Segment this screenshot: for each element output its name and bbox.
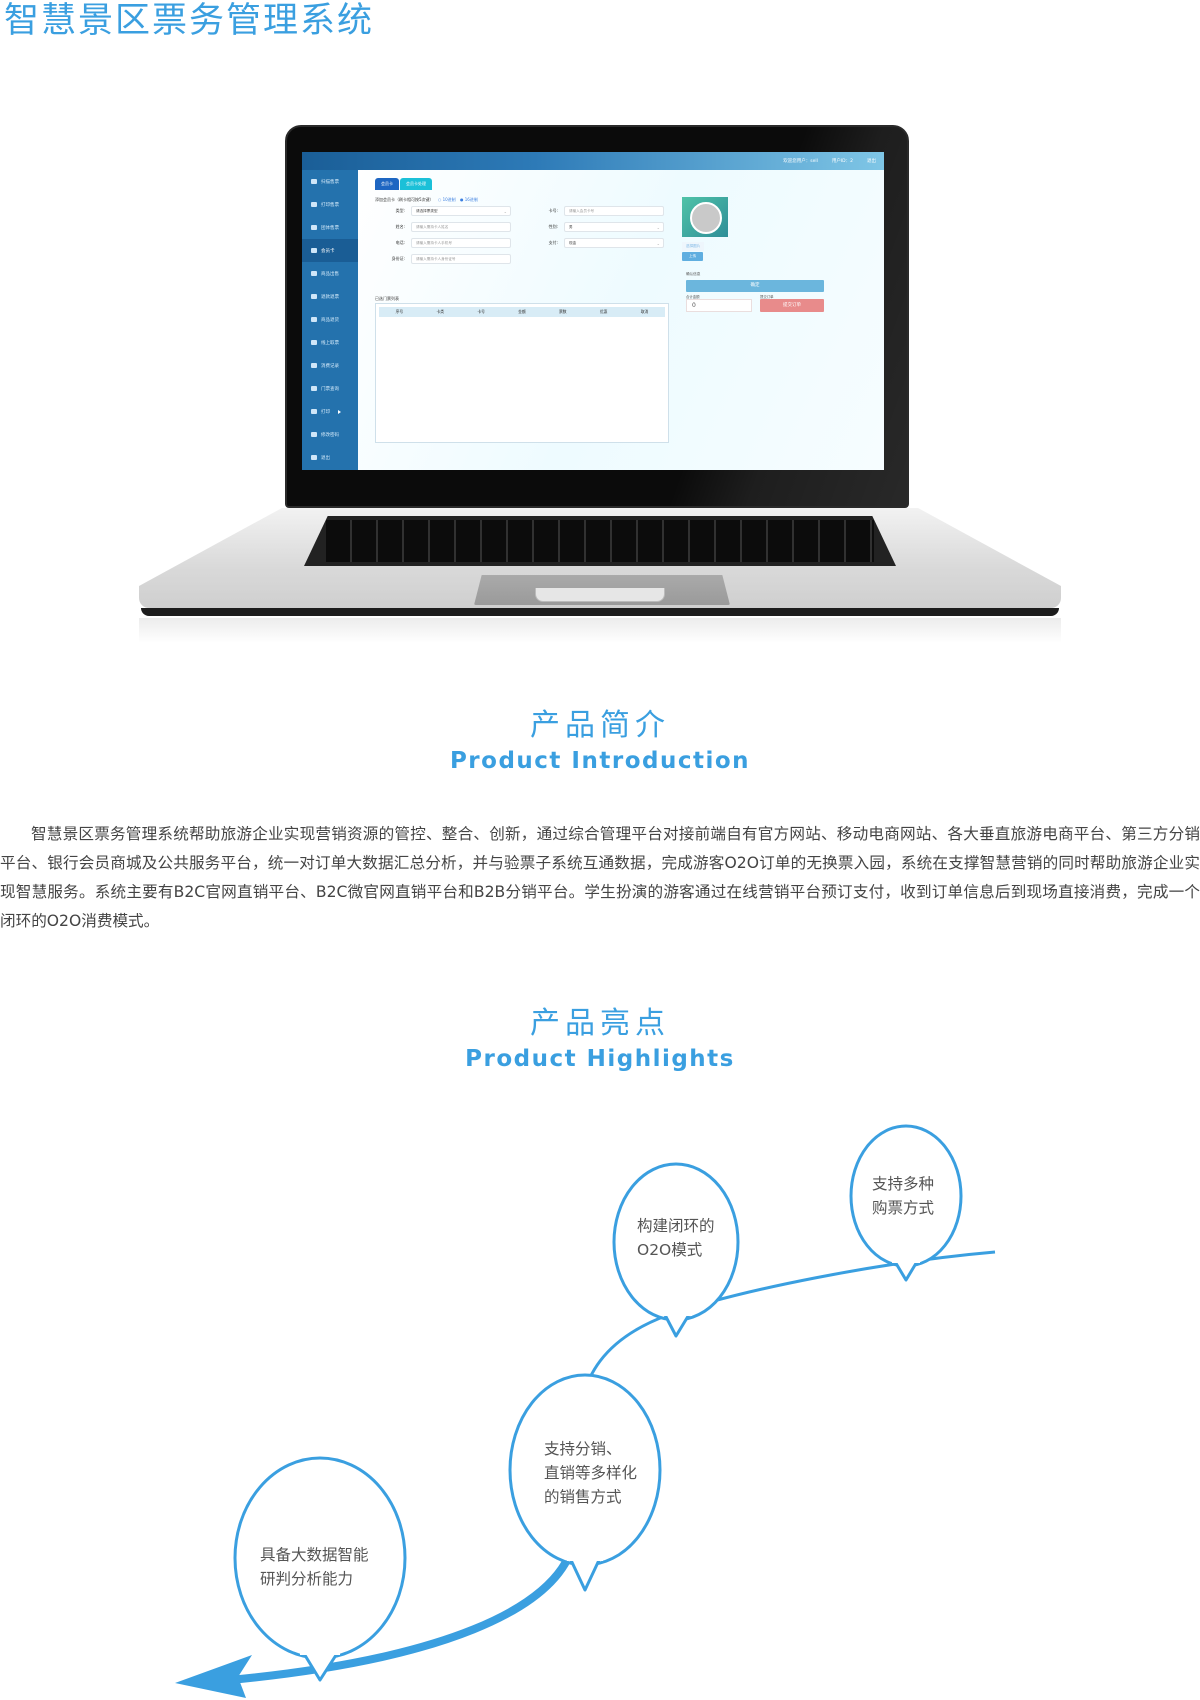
group-icon — [311, 225, 317, 230]
submit-order-label: 提交订单 — [760, 295, 774, 299]
sidebar-item-print[interactable]: 打印 — [302, 400, 358, 423]
search-icon — [311, 386, 317, 391]
highlights-title-en: Product Highlights — [465, 1046, 735, 1072]
col-amount: 金额 — [518, 309, 526, 314]
highlight-text-3: 构建闭环的 O2O模式 — [637, 1217, 715, 1259]
gear-icon — [311, 294, 317, 299]
ticket-table: 序号 卡类 卡号 金额 票数 优惠 取消 — [375, 303, 669, 443]
phone-input[interactable]: 请输入需持卡人手机号 — [411, 238, 511, 248]
tab-member-card[interactable]: 会员卡 — [375, 178, 399, 190]
laptop-screen: 欢迎您用户：sell 用户ID：2 退出 扫描售票 打印售票 团体售票 会员卡 … — [302, 152, 884, 470]
sidebar-item-print-sale[interactable]: 打印售票 — [302, 193, 358, 216]
intro-paragraph: 智慧景区票务管理系统帮助旅游企业实现营销资源的管控、整合、创新，通过综合管理平台… — [0, 825, 1200, 930]
logout-link[interactable]: 退出 — [867, 159, 876, 164]
confirm-button[interactable]: 确定 — [686, 280, 824, 292]
confirm-info-label: 确认信息 — [686, 272, 701, 276]
welcome-text: 欢迎您用户：sell — [783, 159, 818, 164]
chevron-down-icon: ⌄ — [656, 241, 660, 246]
field-id-card: 身份证: 请输入需持卡人身份证号 — [375, 254, 511, 264]
chevron-down-icon: ⌄ — [503, 209, 507, 214]
col-card-no: 卡号 — [477, 309, 485, 314]
sidebar-item-refund[interactable]: 退款退票 — [302, 285, 358, 308]
lock-icon — [311, 432, 317, 437]
sidebar-item-online-pickup[interactable]: 线上取票 — [302, 331, 358, 354]
radio-hex[interactable]: ● 16进制 — [459, 197, 478, 202]
id-card-input[interactable]: 请输入需持卡人身份证号 — [411, 254, 511, 264]
col-discount: 优惠 — [599, 309, 608, 314]
payment-select[interactable]: 现金⌄ — [564, 238, 664, 248]
submit-order-button[interactable]: 提交订单 — [760, 299, 824, 312]
gear-icon — [311, 317, 317, 322]
chevron-down-icon: ⌄ — [656, 225, 660, 230]
scan-icon — [311, 179, 317, 184]
lid-notch — [535, 588, 665, 602]
sidebar-item-scan-sale[interactable]: 扫描售票 — [302, 170, 358, 193]
sidebar-item-ticket-query[interactable]: 门票查询 — [302, 377, 358, 400]
growth-curve-tail — [226, 1541, 577, 1684]
highlight-bubble-3 — [612, 1162, 740, 1338]
keyboard — [304, 516, 896, 566]
tab-bar: 会员卡 会员卡处理 — [375, 178, 432, 190]
user-id-text: 用户ID：2 — [831, 159, 853, 164]
highlight-bubble-4 — [849, 1124, 963, 1282]
name-input[interactable]: 请输入需持卡人姓名 — [411, 222, 511, 232]
sidebar-item-exit[interactable]: 退出 — [302, 446, 358, 469]
highlight-text-1: 具备大数据智能 研判分析能力 — [260, 1546, 369, 1588]
gender-select[interactable]: 男⌄ — [564, 222, 664, 232]
choose-image-button[interactable]: 选择图片 — [682, 242, 705, 251]
radio-decimal[interactable]: ○ 10进制 — [437, 197, 456, 202]
list-icon — [311, 271, 317, 276]
tab-member-card-process[interactable]: 会员卡处理 — [400, 178, 432, 190]
form-title: 添加会员卡（刷卡相可按5次键） ○ 10进制 ● 16进制 — [375, 197, 478, 202]
sidebar-item-goods-return[interactable]: 商品退货 — [302, 308, 358, 331]
sidebar-item-member-card[interactable]: 会员卡 — [302, 239, 358, 262]
exit-icon — [311, 455, 317, 460]
total-amount-label: 合计金额 — [686, 295, 700, 299]
sidebar-item-change-password[interactable]: 修改密码 — [302, 423, 358, 446]
field-card-no: 卡号: 请输入会员卡号 — [528, 206, 664, 216]
laptop-reflection — [139, 618, 1061, 643]
col-index: 序号 — [395, 309, 404, 314]
upload-button[interactable]: 上传 — [682, 252, 704, 261]
highlights-title-cn: 产品亮点 — [530, 1006, 670, 1041]
page-title: 智慧景区票务管理系统 — [4, 1, 375, 41]
app-sidebar: 扫描售票 打印售票 团体售票 会员卡 商品出售 退款退票 商品退货 线上取票 消… — [302, 170, 358, 470]
sidebar-item-group-sale[interactable]: 团体售票 — [302, 216, 358, 239]
printer-icon — [311, 202, 317, 207]
printer-icon — [311, 409, 317, 414]
grid-icon — [311, 340, 317, 345]
user-silhouette-icon — [690, 202, 722, 234]
col-ticket-count: 票数 — [559, 309, 567, 314]
table-header: 序号 卡类 卡号 金额 票数 优惠 取消 — [379, 307, 665, 317]
card-number-input[interactable]: 请输入会员卡号 — [564, 206, 664, 216]
card-icon — [311, 248, 317, 253]
arrow-head-icon — [175, 1655, 252, 1698]
caret-right-icon — [338, 409, 341, 414]
edit-icon — [311, 363, 317, 368]
highlight-bubble-1 — [233, 1456, 407, 1682]
col-cancel: 取消 — [640, 309, 649, 314]
laptop-base — [139, 508, 1061, 618]
total-amount-field[interactable]: 0 — [686, 299, 752, 312]
sidebar-item-records[interactable]: 消费记录 — [302, 354, 358, 377]
type-select[interactable]: 请选择票类型⌄ — [411, 206, 511, 216]
avatar-placeholder — [682, 197, 728, 237]
field-phone: 电话: 请输入需持卡人手机号 — [375, 238, 511, 248]
field-payment: 支付: 现金⌄ — [528, 238, 664, 248]
ticket-list-title: 已选门票列表 — [375, 296, 399, 301]
field-name: 姓名: 请输入需持卡人姓名 — [375, 222, 511, 232]
app-main: 会员卡 会员卡处理 添加会员卡（刷卡相可按5次键） ○ 10进制 ● 16进制 … — [358, 170, 884, 470]
highlight-text-4: 支持多种 购票方式 — [872, 1175, 935, 1217]
app-header: 欢迎您用户：sell 用户ID：2 退出 — [302, 152, 884, 170]
intro-title-en: Product Introduction — [449, 748, 751, 774]
highlight-text-2: 支持分销、 直销等多样化 的销售方式 — [544, 1440, 638, 1506]
intro-title-cn: 产品简介 — [530, 708, 670, 743]
col-card-type: 卡类 — [436, 309, 445, 314]
highlight-bubble-2 — [508, 1373, 662, 1592]
laptop-mockup: 欢迎您用户：sell 用户ID：2 退出 扫描售票 打印售票 团体售票 会员卡 … — [139, 125, 1061, 643]
sidebar-item-goods-sale[interactable]: 商品出售 — [302, 262, 358, 285]
field-type: 类型: 请选择票类型⌄ — [375, 206, 511, 216]
field-gender: 性别: 男⌄ — [528, 222, 664, 232]
